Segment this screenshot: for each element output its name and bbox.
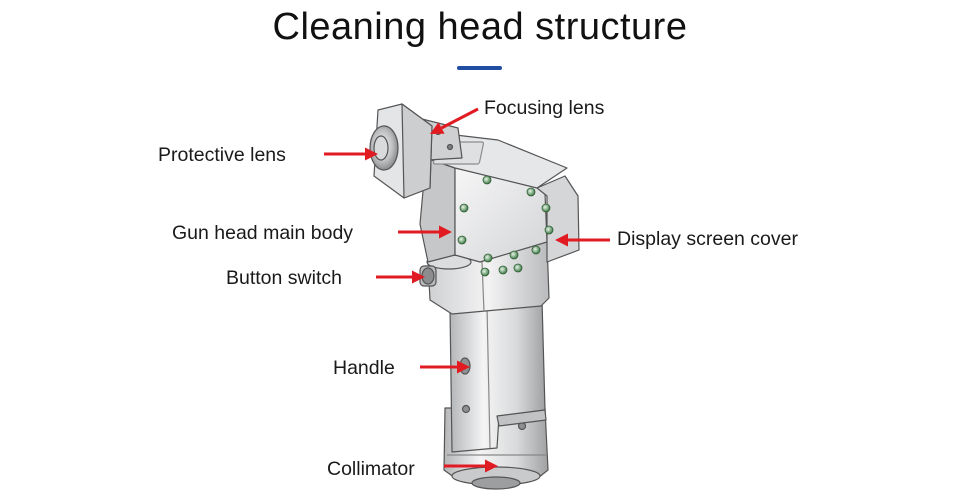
label-focusing-lens: Focusing lens [484, 97, 605, 119]
callout-arrows [324, 107, 610, 473]
handle-part [449, 299, 547, 453]
arrow-display-screen-cover [555, 233, 610, 247]
arrow-gun-head-main-body [398, 225, 452, 239]
label-display-screen-cover: Display screen cover [617, 228, 798, 250]
arrow-handle [420, 360, 470, 374]
gun-head-body-part [419, 131, 580, 263]
arrow-collimator [444, 459, 498, 473]
label-handle: Handle [333, 357, 395, 379]
label-gun-head-main-body: Gun head main body [172, 222, 353, 244]
arrow-protective-lens [324, 147, 378, 161]
arrow-focusing-lens [430, 107, 479, 134]
title-underline [457, 66, 502, 70]
arrow-button-switch [376, 270, 425, 284]
label-collimator: Collimator [327, 458, 415, 480]
protective-lens-part [369, 103, 433, 199]
page-title: Cleaning head structure [272, 6, 688, 48]
cleaning-head-illustration [369, 103, 580, 490]
label-protective-lens: Protective lens [158, 144, 286, 166]
label-button-switch: Button switch [226, 267, 342, 289]
panel-screws [457, 175, 554, 277]
